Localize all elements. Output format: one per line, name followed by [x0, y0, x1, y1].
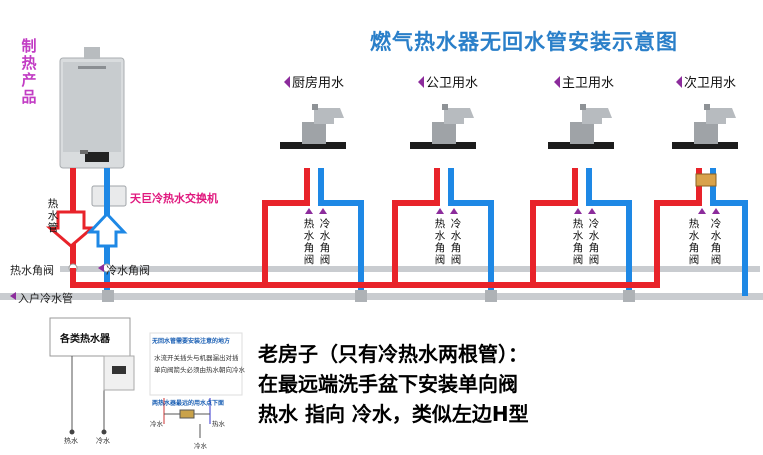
hot-valve-label: 热水角阀 — [10, 264, 54, 277]
inset-bottom-cold2: 冷水 — [194, 442, 207, 450]
fixture-loop-secondary-bath — [654, 168, 748, 296]
inset-cold-label: 冷水 — [96, 437, 110, 445]
fixture-name-kitchen: 厨房用水 — [292, 76, 345, 91]
cold-angle-valve-label: 冷水角阀 — [319, 218, 331, 266]
hot-pipe-label: 热水管 — [47, 198, 59, 234]
hot-flow-arrow — [45, 210, 97, 248]
cold-valve-label: 冷水角阀 — [106, 264, 150, 277]
exchanger-label: 天巨冷热水交换机 — [130, 192, 218, 205]
hot-angle-valve-label: 热水角阀 — [434, 218, 446, 266]
inset-heater-diagram — [49, 317, 135, 435]
fixture-loop-master-bath — [530, 168, 632, 296]
cold-flow-arrow — [86, 211, 128, 248]
note-line-3: 热水 指向 冷水，类似左边H型 — [258, 402, 529, 426]
product-category-label: 制热产品 — [21, 37, 37, 106]
hot-angle-valve-label: 热水角阀 — [688, 218, 700, 266]
inset-heater-label: 各类热水器 — [60, 334, 110, 345]
fixture-name-public-bath: 公卫用水 — [426, 76, 479, 91]
cold-inlet-pipe — [0, 293, 763, 300]
cold-angle-valve-label: 冷水角阀 — [450, 218, 462, 266]
fixture-loop-kitchen — [262, 168, 364, 296]
fixture-loop-public-bath — [392, 168, 494, 296]
inset-bottom-hot: 热水 — [212, 420, 225, 428]
inset-hot-label: 热水 — [64, 437, 78, 445]
inset-note-2: 单向阀箭头必须由热水朝向冷水 — [154, 366, 245, 374]
inset-note-1: 水流开关插头与机器漏出对插 — [154, 354, 239, 362]
cold-angle-valve-label: 冷水角阀 — [710, 218, 722, 266]
inset-notes-diagram — [149, 332, 243, 438]
faucet-kitchen — [280, 104, 346, 149]
faucet-public-bath — [410, 104, 476, 149]
hot-angle-valve-label: 热水角阀 — [303, 218, 315, 266]
note-line-2: 在最远端洗手盆下安装单向阀 — [258, 372, 518, 396]
inset-bottom-cold: 冷水 — [150, 420, 163, 428]
inset-notes-title: 无回水管需要安装注意的地方 — [152, 338, 231, 345]
water-heater-unit — [59, 47, 125, 169]
fixture-name-secondary-bath: 次卫用水 — [684, 76, 737, 91]
faucet-secondary-bath — [672, 104, 738, 149]
diagram-title: 燃气热水器无回水管安装示意图 — [370, 30, 678, 54]
fixture-name-master-bath: 主卫用水 — [562, 76, 615, 91]
cold-inlet-label: 入户冷水管 — [18, 292, 73, 305]
cold-angle-valve-label: 冷水角阀 — [588, 218, 600, 266]
faucet-master-bath — [548, 104, 614, 149]
note-line-1: 老房子（只有冷热水两根管）： — [258, 342, 528, 366]
inset-bottom-title: 两热水器最远的用水点下面 — [152, 400, 225, 407]
hot-angle-valve-label: 热水角阀 — [572, 218, 584, 266]
hot-main-pipe — [60, 266, 760, 272]
